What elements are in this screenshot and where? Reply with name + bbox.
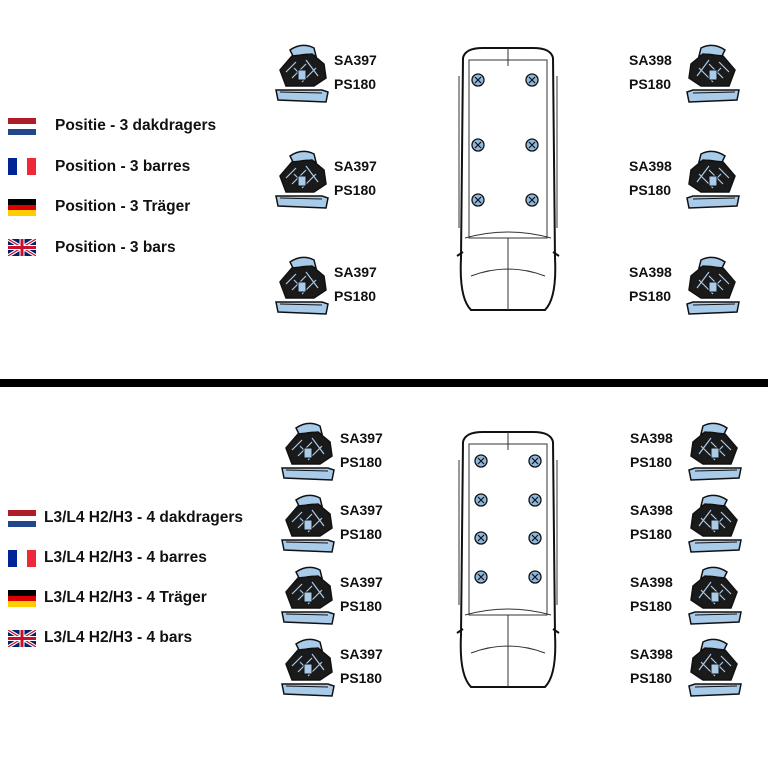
pad-part-code: PS180 <box>629 76 672 92</box>
section-divider <box>0 379 768 387</box>
foot-part-code: SA398 <box>630 574 673 590</box>
foot-part-code: SA398 <box>629 158 672 174</box>
foot-part-code: SA398 <box>630 646 673 662</box>
left-foot-kit-icon <box>272 42 332 104</box>
language-label-text: L3/L4 H2/H3 - 4 barres <box>44 549 207 566</box>
left-foot-kit-icon <box>272 254 332 316</box>
language-label-uk: Position - 3 bars <box>7 237 176 258</box>
van-diagram <box>453 46 563 323</box>
right-foot-kit-icon <box>685 420 745 482</box>
right-foot-kit-icon <box>685 636 745 698</box>
de-flag-icon <box>8 198 36 216</box>
mount-point-marker <box>474 493 488 507</box>
van-top-view-diagram <box>456 47 560 311</box>
pad-part-code: PS180 <box>630 598 673 614</box>
language-label-de: L3/L4 H2/H3 - 4 Träger <box>8 589 207 607</box>
foot-part-code: SA398 <box>630 502 673 518</box>
right-foot-kit-icon <box>683 254 743 316</box>
van-top-view-diagram <box>456 431 560 688</box>
pad-part-code: PS180 <box>629 288 672 304</box>
right-foot-kit-icon <box>683 42 743 104</box>
nl-flag-icon <box>8 509 36 527</box>
pad-part-code: PS180 <box>630 670 673 686</box>
language-label-fr: L3/L4 H2/H3 - 4 barres <box>8 549 207 567</box>
mount-point-marker <box>528 570 542 584</box>
mount-point-marker <box>528 531 542 545</box>
right-foot-kit-icon <box>685 564 745 626</box>
pad-part-code: PS180 <box>630 454 673 470</box>
pad-part-code: PS180 <box>340 526 383 542</box>
language-label-nl: Positie - 3 dakdragers <box>8 117 216 135</box>
van-diagram <box>453 430 563 700</box>
nl-flag-icon <box>8 117 36 135</box>
left-foot-kit-icon <box>278 492 338 554</box>
mount-point-marker <box>528 454 542 468</box>
uk-flag-icon <box>7 237 37 258</box>
right-foot-kit-icon <box>685 492 745 554</box>
pad-part-code: PS180 <box>334 288 377 304</box>
language-label-nl: L3/L4 H2/H3 - 4 dakdragers <box>8 509 243 527</box>
foot-part-code: SA397 <box>340 574 383 590</box>
foot-part-code: SA398 <box>630 430 673 446</box>
right-foot-kit-icon <box>683 148 743 210</box>
language-label-text: Position - 3 Träger <box>55 198 191 215</box>
language-label-text: Position - 3 barres <box>55 157 191 175</box>
language-label-text: L3/L4 H2/H3 - 4 bars <box>44 629 193 646</box>
left-foot-kit-icon <box>278 636 338 698</box>
fr-flag-icon <box>8 158 36 175</box>
language-label-text: Position - 3 bars <box>55 238 176 256</box>
left-foot-kit-icon <box>278 564 338 626</box>
foot-part-code: SA397 <box>334 158 377 174</box>
pad-part-code: PS180 <box>340 454 383 470</box>
mount-point-marker <box>471 193 485 207</box>
mount-point-marker <box>525 73 539 87</box>
pad-part-code: PS180 <box>630 526 673 542</box>
foot-part-code: SA397 <box>334 264 377 280</box>
pad-part-code: PS180 <box>340 670 383 686</box>
pad-part-code: PS180 <box>334 76 377 92</box>
mount-point-marker <box>471 73 485 87</box>
pad-part-code: PS180 <box>340 598 383 614</box>
mount-point-marker <box>525 138 539 152</box>
foot-part-code: SA397 <box>340 430 383 446</box>
language-label-uk: L3/L4 H2/H3 - 4 bars <box>7 628 193 648</box>
mount-point-marker <box>528 493 542 507</box>
language-label-text: L3/L4 H2/H3 - 4 Träger <box>44 589 207 606</box>
language-label-fr: Position - 3 barres <box>8 158 190 176</box>
fr-flag-icon <box>8 549 36 567</box>
foot-part-code: SA397 <box>340 502 383 518</box>
mount-point-marker <box>525 193 539 207</box>
left-foot-kit-icon <box>278 420 338 482</box>
left-foot-kit-icon <box>272 148 332 210</box>
pad-part-code: PS180 <box>334 182 377 198</box>
de-flag-icon <box>8 589 36 607</box>
foot-part-code: SA398 <box>629 52 672 68</box>
language-label-text: L3/L4 H2/H3 - 4 dakdragers <box>44 509 243 526</box>
foot-part-code: SA397 <box>340 646 383 662</box>
mount-point-marker <box>474 531 488 545</box>
mount-point-marker <box>474 570 488 584</box>
language-label-de: Position - 3 Träger <box>8 198 190 216</box>
foot-part-code: SA398 <box>629 264 672 280</box>
mount-point-marker <box>471 138 485 152</box>
language-label-text: Positie - 3 dakdragers <box>55 117 217 134</box>
uk-flag-icon <box>7 628 37 648</box>
mount-point-marker <box>474 454 488 468</box>
foot-part-code: SA397 <box>334 52 377 68</box>
pad-part-code: PS180 <box>629 182 672 198</box>
